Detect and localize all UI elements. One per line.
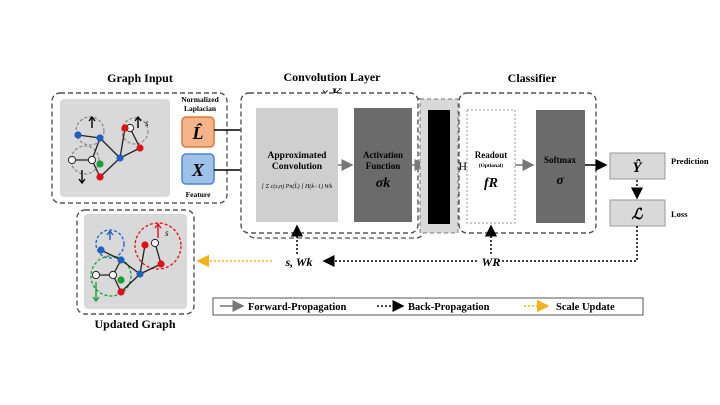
approx-conv-formula: [ Σ c(s,n) Pn(L̂) ] H(k−1) Wk — [262, 183, 333, 190]
prediction-symbol: Ŷ — [632, 159, 643, 176]
graph-node — [136, 144, 144, 152]
readout-optional: (Optional) — [479, 162, 504, 169]
laplacian-box — [181, 116, 215, 148]
updated-graph: s — [90, 222, 182, 303]
convolution-layer-title: Convolution Layer — [283, 70, 381, 84]
softmax-block — [536, 110, 585, 223]
activation-function-block — [354, 108, 412, 222]
graph-node — [116, 154, 124, 162]
s-wk-label: s, Wk — [284, 255, 312, 269]
laplacian-label-line2: Laplacian — [184, 104, 217, 113]
prediction-label: Prediction — [671, 156, 709, 166]
graph-node — [136, 270, 144, 278]
graph-node — [121, 124, 129, 132]
updated-graph-frame — [76, 209, 195, 315]
readout-title: Readout — [475, 150, 508, 160]
scale-label-s-input: s — [145, 118, 149, 128]
feature-symbol: X — [191, 160, 205, 180]
updated-graph-title: Updated Graph — [94, 317, 175, 331]
legend-forward-label: Forward-Propagation — [248, 302, 347, 313]
graph-node — [96, 134, 104, 142]
scale-label-s-updated: s — [165, 228, 169, 238]
graph-node — [96, 160, 104, 168]
readout-symbol: fR — [484, 176, 498, 191]
prediction-box — [609, 152, 666, 180]
graph-node — [117, 256, 125, 264]
softmax-symbol: σ — [556, 172, 564, 187]
graph-input-title: Graph Input — [107, 71, 173, 85]
graph-node — [157, 260, 165, 268]
loss-symbol: ℒ — [632, 207, 644, 223]
graph-node — [96, 173, 104, 181]
graph-node — [141, 241, 149, 249]
graph-node — [117, 288, 125, 296]
wr-label: WR — [482, 255, 501, 269]
graph-node — [117, 276, 125, 284]
back-propagation-path — [498, 226, 638, 262]
activation-symbol: σk — [376, 176, 391, 191]
input-graph-panel — [60, 99, 170, 197]
softmax-title: Softmax — [544, 155, 576, 165]
graph-node — [108, 270, 118, 280]
graph-node — [150, 238, 160, 248]
approximated-convolution-block — [256, 108, 338, 222]
activation-title-1: Activation — [363, 150, 403, 160]
graph-node — [97, 246, 105, 254]
approx-conv-title-1: Approximated — [268, 151, 328, 161]
graph-node — [67, 155, 77, 165]
readout-block — [466, 109, 516, 224]
feature-box — [181, 153, 215, 185]
graph-node — [87, 155, 97, 165]
classifier-title: Classifier — [508, 71, 557, 85]
loss-label: Loss — [671, 209, 688, 219]
graph-node — [74, 131, 82, 139]
graph-input-frame — [51, 92, 228, 204]
laplacian-label-line1: Normalized — [181, 95, 219, 104]
legend-box — [212, 297, 644, 316]
updated-graph-panel — [84, 214, 187, 309]
hk-block — [428, 110, 450, 224]
activation-title-2: Function — [366, 161, 401, 171]
legend-scale-label: Scale Update — [556, 302, 615, 313]
graph-node — [91, 270, 101, 280]
feature-label: Feature — [186, 190, 212, 199]
approx-conv-title-2: Convolution — [272, 162, 323, 172]
legend-back-label: Back-Propagation — [408, 302, 490, 313]
input-graph: s — [67, 115, 149, 185]
loss-box — [609, 199, 666, 227]
laplacian-symbol: L̂ — [192, 123, 204, 143]
